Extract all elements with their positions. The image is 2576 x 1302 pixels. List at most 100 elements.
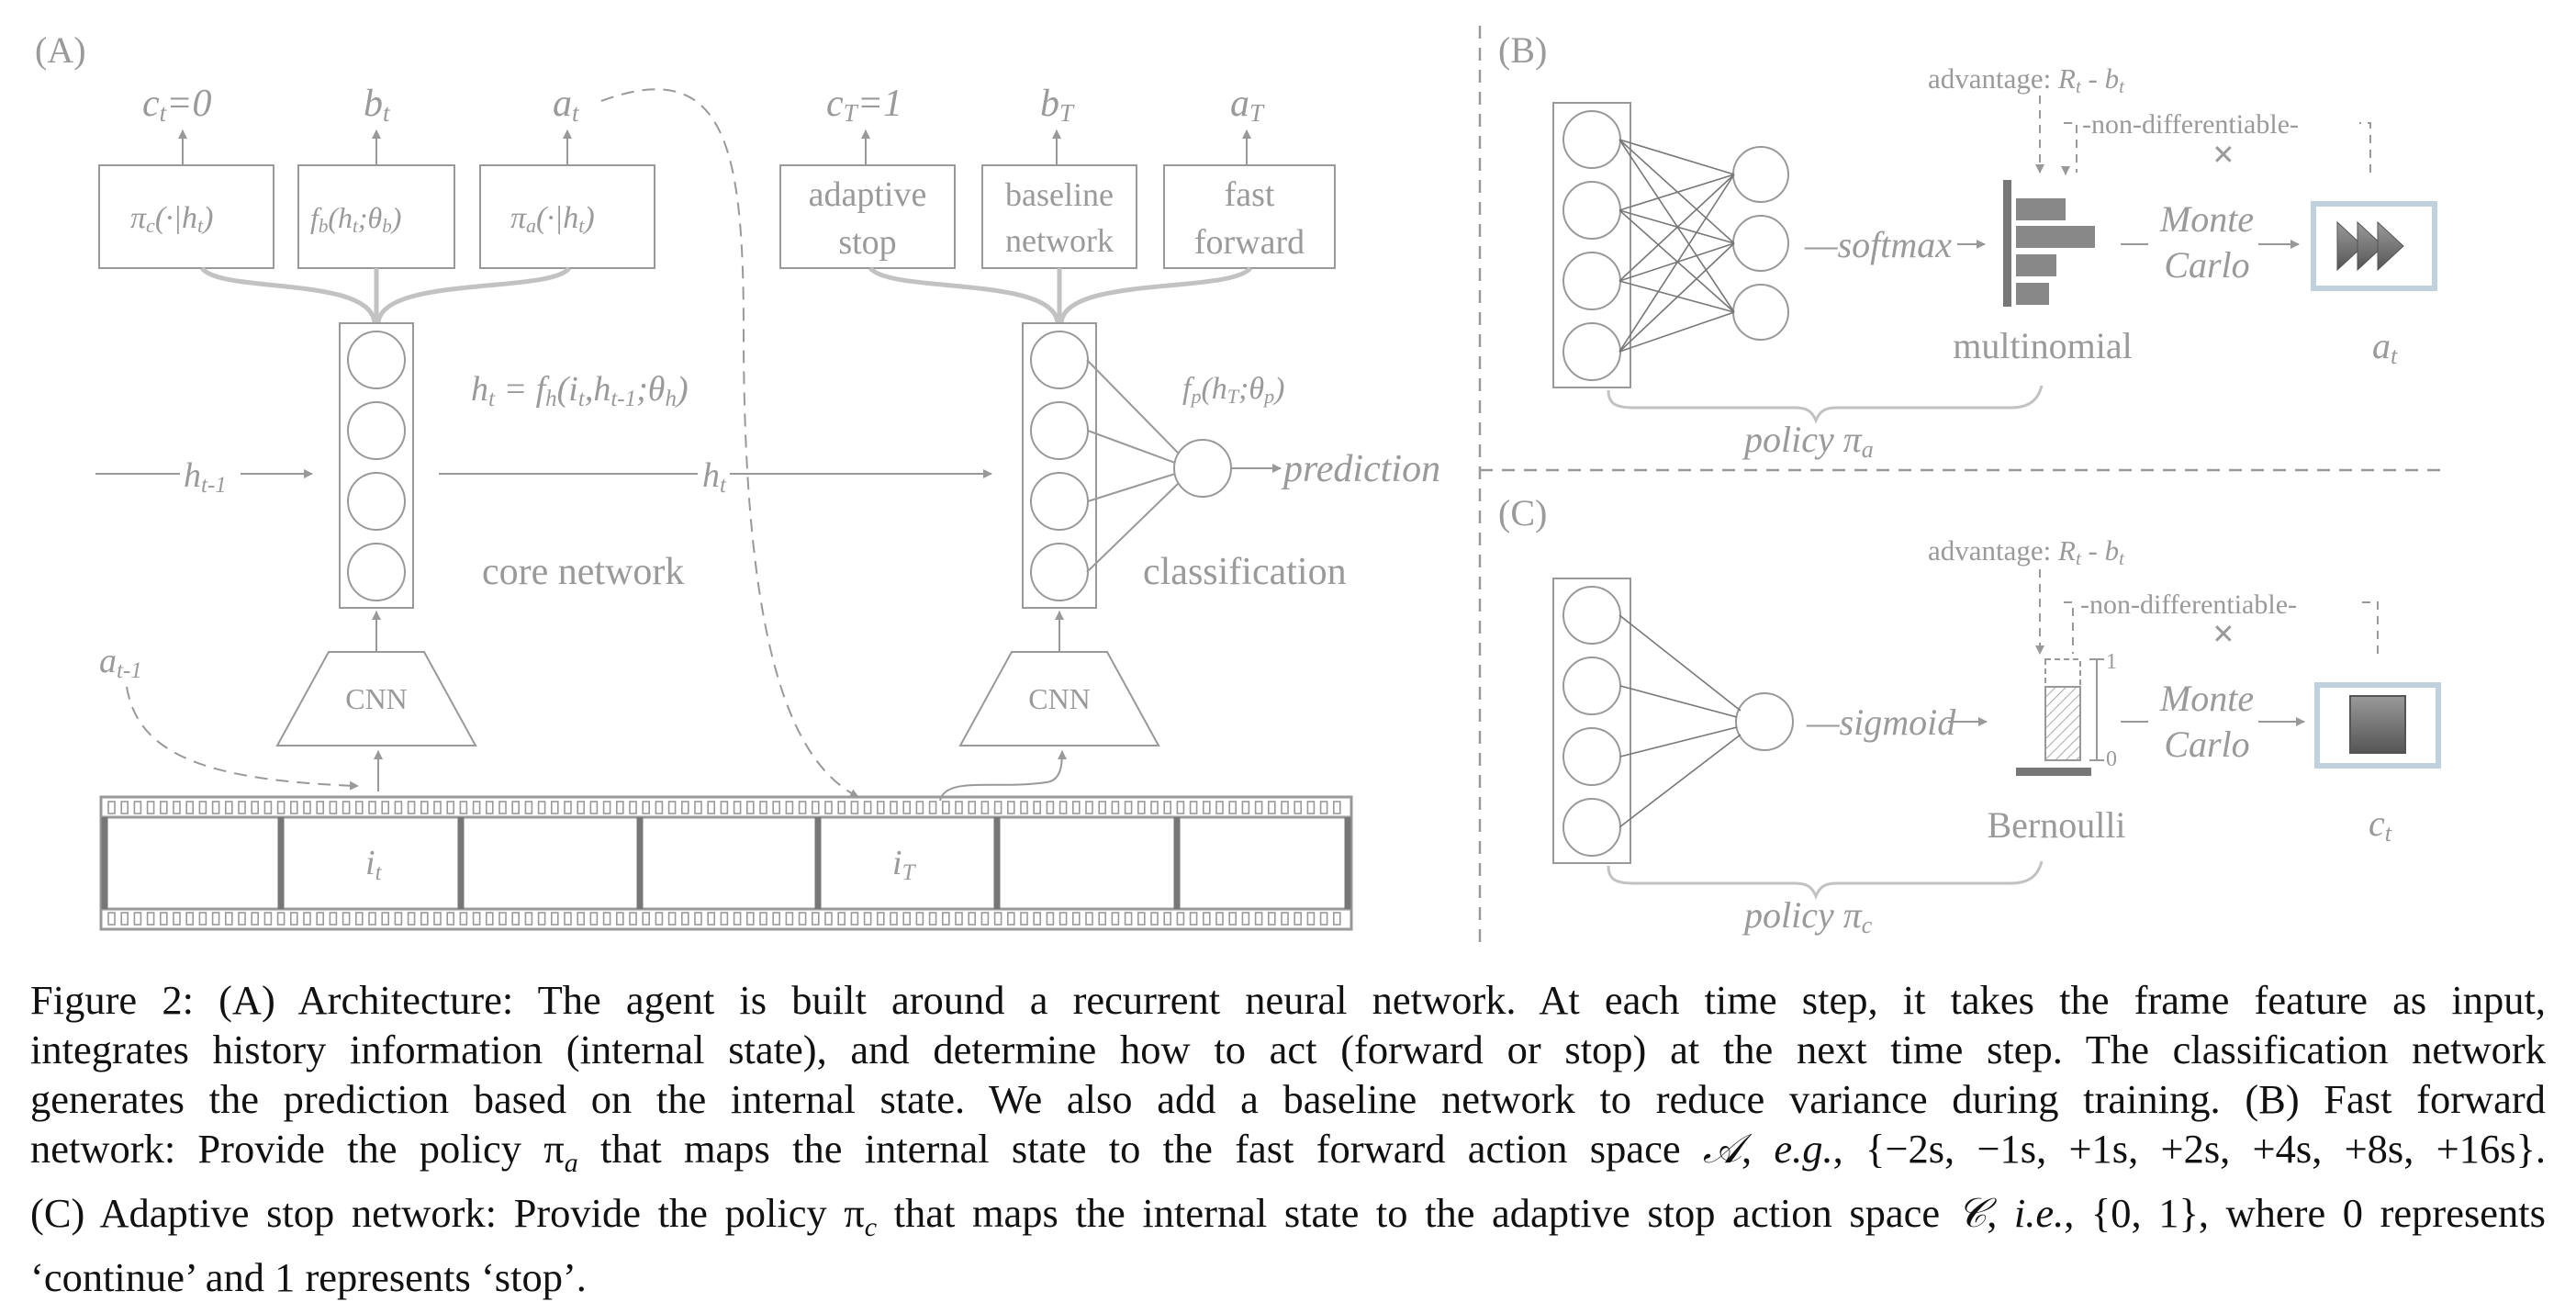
film-perforation: [1333, 912, 1341, 926]
film-perforation: [342, 801, 351, 814]
film-perforation: [420, 801, 429, 814]
film-perforation: [446, 801, 455, 814]
network-connection: [1618, 174, 1735, 211]
non-differentiable-b: -non-differentiable-: [2082, 109, 2299, 140]
film-perforation: [420, 912, 429, 926]
film-perforation: [173, 912, 181, 926]
multinomial-label: multinomial: [1953, 325, 2133, 366]
film-perforation: [524, 801, 533, 814]
film-perforation: [837, 801, 846, 814]
film-perforation: [824, 801, 833, 814]
film-perforation: [198, 912, 207, 926]
output-c-t-c: ct: [2369, 803, 2392, 847]
film-perforation: [1058, 912, 1068, 926]
frame-i-T: iT: [892, 844, 917, 885]
panel-b-tag: (B): [1498, 29, 1547, 71]
bern-one: 1: [2106, 650, 2117, 674]
panel-c: (C) —sigmoid 1 0 Bernoulli advantage: Rt…: [1498, 492, 2441, 938]
film-perforation: [968, 801, 976, 814]
film-perforation: [589, 912, 599, 926]
film-perforation: [798, 912, 807, 926]
output-a-t-b: at: [2372, 325, 2398, 369]
film-perforation: [811, 801, 820, 814]
panel-a: (A) ct=0 bt at cT=1 bT aT πc(·|ht) fb(ht…: [35, 29, 1440, 931]
film-perforation: [1111, 912, 1120, 926]
film-perforation: [368, 912, 376, 926]
film-perforation: [1203, 912, 1211, 926]
network-label: network: [1005, 222, 1114, 259]
film-perforation: [381, 801, 390, 814]
film-perforation: [1281, 801, 1289, 814]
film-perforation: [524, 912, 533, 926]
caption-line-6: ‘continue’ and 1 represents ‘stop’.: [30, 1253, 587, 1300]
film-perforation: [667, 801, 677, 814]
film-perforation: [968, 912, 976, 926]
film-perforation: [329, 912, 338, 926]
monte-c: Monte: [2159, 678, 2254, 719]
film-perforation: [433, 912, 442, 926]
film-perforation: [615, 801, 624, 814]
film-perforation: [120, 912, 129, 926]
film-perforation: [1241, 801, 1250, 814]
cross-b: ×: [2212, 134, 2234, 176]
film-perforation: [811, 912, 820, 926]
film-perforation: [1176, 801, 1185, 814]
film-perforation: [550, 801, 559, 814]
film-perforation: [1124, 912, 1133, 926]
film-perforation: [1319, 801, 1328, 814]
film-perforation: [1098, 801, 1106, 814]
film-perforation: [733, 801, 742, 814]
film-perforation: [263, 912, 273, 926]
film-perforation: [472, 801, 481, 814]
film-perforation: [472, 912, 481, 926]
film-perforation: [942, 801, 950, 814]
film-perforation: [707, 801, 716, 814]
film-perforation: [1268, 912, 1276, 926]
film-perforation: [407, 912, 416, 926]
film-perforation: [498, 801, 507, 814]
film-perforation: [629, 912, 637, 926]
h-prev-label: ht-1: [184, 456, 227, 498]
fp-equation: fp(hT;θp): [1182, 372, 1284, 408]
film-perforation: [1294, 912, 1302, 926]
film-perforation: [354, 801, 364, 814]
film-perforation: [850, 912, 859, 926]
bern-zero: 0: [2106, 747, 2117, 771]
film-perforation: [993, 801, 1002, 814]
film-perforation: [707, 912, 716, 926]
film-perforation: [1085, 912, 1093, 926]
output-c-T: cT=1: [826, 83, 902, 127]
pi-a-label: πa(·|ht): [510, 201, 595, 237]
film-perforation: [772, 801, 781, 814]
caption-line-2: integrates history information (internal…: [30, 1027, 2546, 1072]
film-perforation: [225, 912, 233, 926]
network-connection: [1618, 311, 1735, 353]
film-perforation: [615, 912, 624, 926]
film-perforation: [1020, 801, 1028, 814]
film-perforation: [577, 912, 586, 926]
film-perforation: [1150, 912, 1159, 926]
cnn-right-label: CNN: [1028, 682, 1091, 715]
film-perforation: [1306, 801, 1316, 814]
film-perforation: [863, 801, 872, 814]
film-perforation: [993, 912, 1002, 926]
fast-label: fast: [1225, 175, 1275, 214]
film-perforation: [1203, 801, 1211, 814]
film-perforation: [394, 912, 403, 926]
network-connection: [1618, 139, 1735, 244]
film-perforation: [485, 912, 494, 926]
caption-line-4: network: Provide the policy πa that maps…: [30, 1126, 2547, 1178]
advantage-b: advantage: Rt - bt: [1928, 62, 2125, 97]
film-perforation: [263, 801, 273, 814]
film-perforation: [238, 801, 246, 814]
film-perforation: [198, 801, 207, 814]
carlo-c: Carlo: [2164, 724, 2249, 765]
film-strip: it iT: [99, 795, 1353, 931]
film-perforation: [863, 912, 872, 926]
film-perforation: [1189, 801, 1198, 814]
film-perforation: [955, 801, 963, 814]
film-perforation: [446, 912, 455, 926]
film-perforation: [511, 801, 521, 814]
output-a-T: aT: [1230, 83, 1265, 127]
cnn-left-label: CNN: [345, 682, 408, 715]
